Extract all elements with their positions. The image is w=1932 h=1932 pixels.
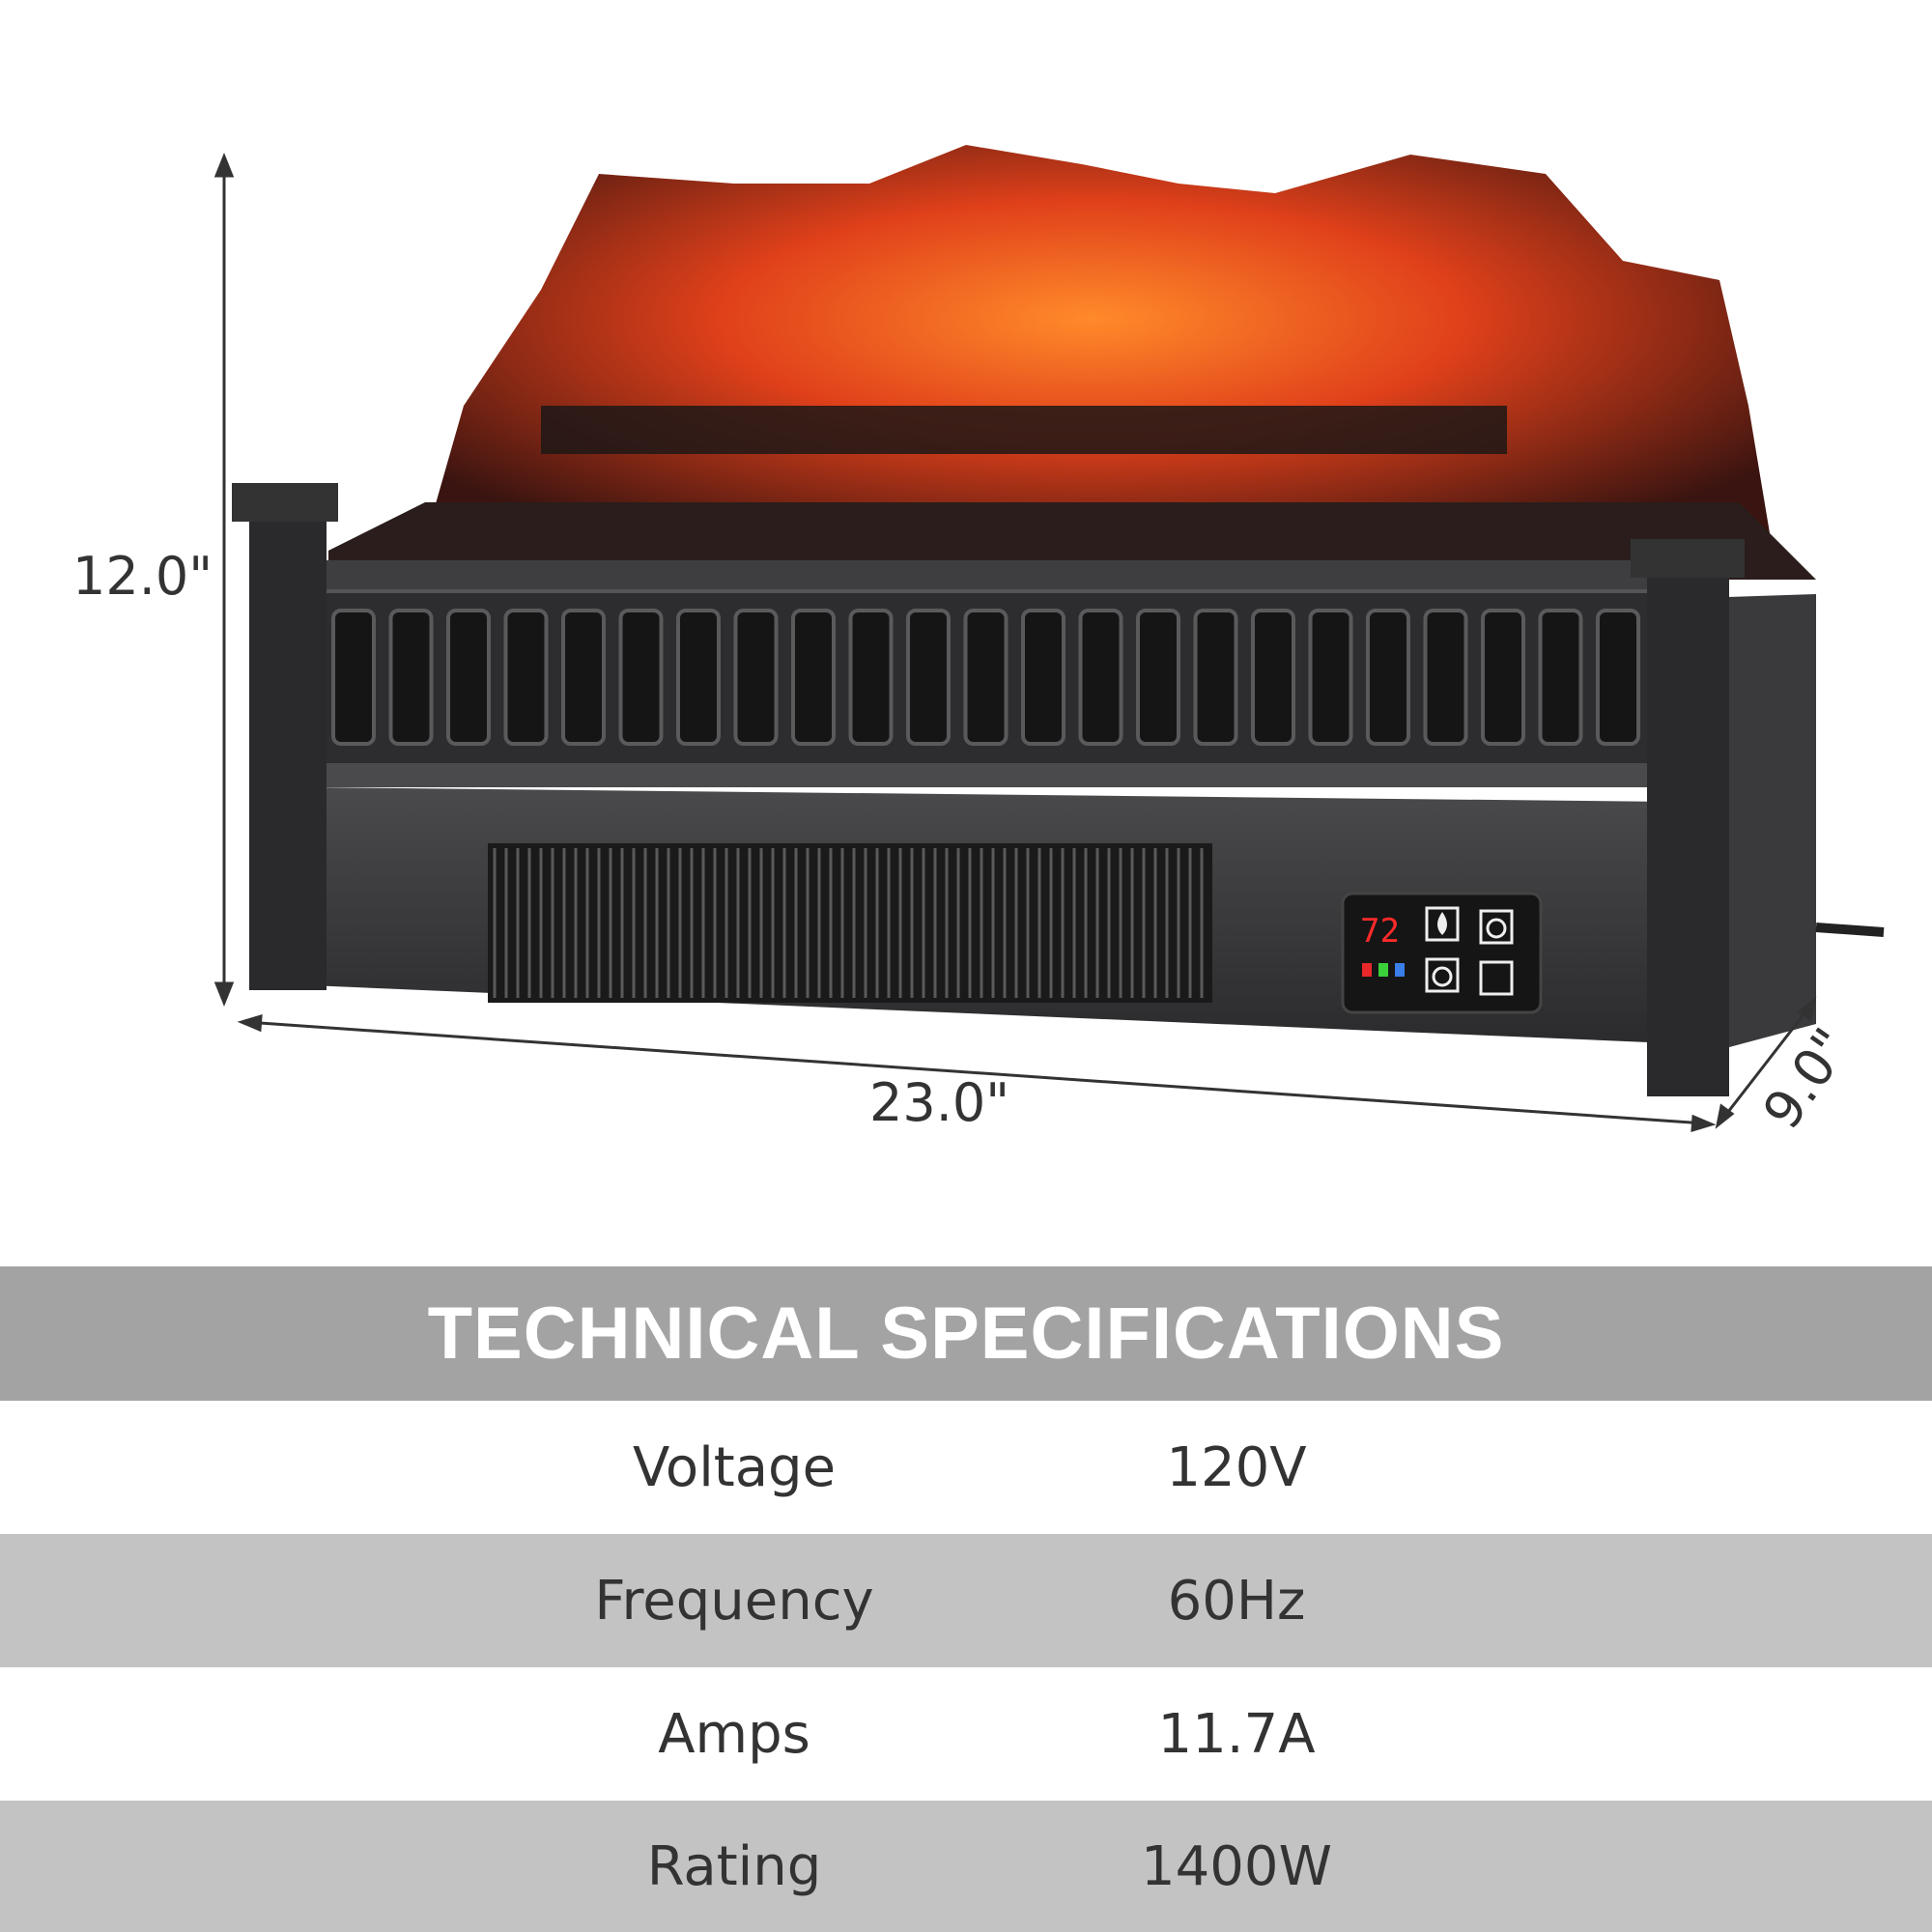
grate-slat (1021, 609, 1065, 746)
spec-label: Rating (646, 1834, 822, 1898)
temperature-display: 72 (1360, 912, 1400, 951)
log-flames (406, 145, 1777, 580)
height-dimension-label: 12.0" (72, 546, 213, 607)
grate-slat (1136, 609, 1180, 746)
spec-row-voltage: Voltage 120V (0, 1401, 1932, 1534)
grate-slat (791, 609, 836, 746)
timer-icon (1425, 957, 1460, 993)
grate-slat (1078, 609, 1123, 746)
fireplace-insert-illustration: 72 (213, 145, 1885, 1133)
grate-slat (618, 609, 664, 746)
grate-slat (906, 609, 951, 746)
grate-slat (503, 609, 549, 746)
grate-slat (1251, 609, 1295, 746)
grate-slat (1481, 609, 1525, 746)
thermometer-icon (1479, 960, 1514, 996)
product-image: 72 12.0" 23.0" 9.0" (72, 145, 1885, 1140)
grate-slat (848, 609, 894, 746)
grate-slat (1193, 609, 1238, 746)
grate-slat (331, 609, 376, 746)
spec-row-frequency: Frequency 60Hz (0, 1534, 1932, 1667)
flame-icon (1425, 906, 1460, 942)
grate-slat (388, 609, 434, 746)
spec-label: Amps (658, 1702, 810, 1766)
grate-slat (676, 609, 721, 746)
spec-label: Frequency (594, 1569, 874, 1633)
grate-slat (733, 609, 779, 746)
specs-title: TECHNICAL SPECIFICATIONS (427, 1293, 1505, 1375)
spec-value: 11.7A (1157, 1702, 1316, 1766)
grate-slat (1423, 609, 1468, 746)
spec-value: 120V (1166, 1435, 1307, 1499)
grate-slat (561, 609, 606, 746)
spec-value: 60Hz (1167, 1569, 1306, 1633)
spec-row-amps: Amps 11.7A (0, 1667, 1932, 1801)
spec-row-rating: Rating 1400W (0, 1801, 1932, 1932)
spec-label: Voltage (632, 1435, 837, 1499)
spec-value: 1400W (1141, 1834, 1332, 1898)
grate-slat (963, 609, 1009, 746)
grate-slat (446, 609, 491, 746)
specs-header: TECHNICAL SPECIFICATIONS (0, 1266, 1932, 1401)
width-dimension-label: 23.0" (869, 1072, 1010, 1133)
grate-slat (1366, 609, 1410, 746)
grate-slat (1308, 609, 1353, 746)
control-panel: 72 (1341, 892, 1543, 1014)
power-icon (1479, 909, 1514, 945)
grate-slat (1538, 609, 1583, 746)
grate-slat (1596, 609, 1640, 746)
